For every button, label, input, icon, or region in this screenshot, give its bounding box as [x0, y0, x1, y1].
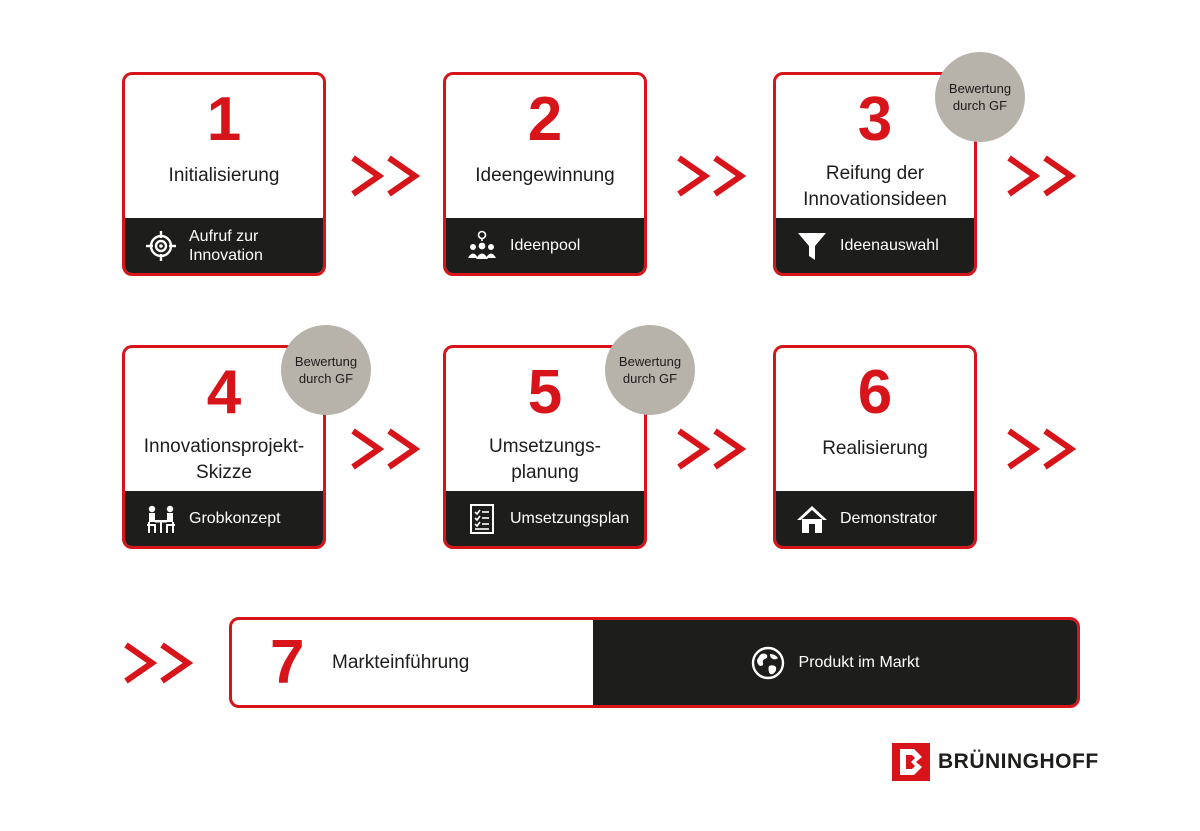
step-title: Realisierung [822, 438, 928, 459]
evaluation-badge: Bewertung durch GF [281, 325, 371, 415]
step-footer: Umsetzungsplan [446, 491, 644, 546]
target-icon [146, 230, 176, 261]
step-number: 5 [527, 358, 563, 427]
logo-text: BRÜNINGHOFF [938, 750, 1099, 773]
step-card-4: 4 Innovationsprojekt- Skizze Grobkonzept [122, 345, 326, 549]
checklist-icon [470, 503, 494, 534]
logo-mark-icon [892, 743, 930, 781]
step-number: 1 [206, 85, 242, 154]
step-title: Initialisierung [168, 165, 280, 186]
step-footer: Aufruf zur Innovation [125, 218, 323, 273]
funnel-icon [798, 232, 826, 260]
step-title: Umsetzungs- planung [489, 436, 601, 483]
step-footer-label: Produkt im Markt [798, 653, 920, 671]
house-icon [797, 505, 827, 533]
group-idea-icon [468, 230, 496, 259]
evaluation-badge: Bewertung durch GF [935, 52, 1025, 142]
chevron-arrow-icon [1007, 428, 1077, 470]
step-card-5: 5 Umsetzungs- planung Umsetzungsplan [443, 345, 647, 549]
chevron-arrow-icon [124, 642, 194, 684]
meeting-icon [147, 505, 175, 533]
step-title: Innovationsprojekt- Skizze [143, 436, 305, 483]
step-footer-label: Ideenauswahl [840, 237, 939, 254]
step-title: Reifung der Innovationsideen [803, 163, 947, 210]
step-card-2: 2 Ideengewinnung Ideenpool [443, 72, 647, 276]
step-footer-label: Grobkonzept [189, 510, 281, 527]
globe-icon [751, 646, 784, 679]
company-logo: BRÜNINGHOFF [892, 742, 1099, 782]
step-footer-label: Aufruf zur Innovation [189, 227, 263, 264]
step-title: Ideengewinnung [475, 165, 615, 186]
step-footer: Produkt im Markt [593, 620, 1077, 705]
step-number: 2 [527, 85, 563, 154]
step-number: 3 [857, 85, 893, 154]
step-card-6: 6 Realisierung Demonstrator [773, 345, 977, 549]
step-title: Markteinführung [332, 652, 470, 673]
chevron-arrow-icon [351, 428, 421, 470]
step-card-1: 1 Initialisierung Aufruf zur Innovation [122, 72, 326, 276]
step-footer-label: Umsetzungsplan [510, 510, 630, 527]
step-footer: Demonstrator [776, 491, 974, 546]
step-footer-label: Ideenpool [510, 237, 581, 254]
chevron-arrow-icon [677, 155, 747, 197]
evaluation-badge: Bewertung durch GF [605, 325, 695, 415]
step-footer: Ideenpool [446, 218, 644, 273]
step-card-7: 7 Markteinführung Produkt im Markt [229, 617, 1080, 708]
step-footer-label: Demonstrator [840, 510, 937, 527]
chevron-arrow-icon [1007, 155, 1077, 197]
chevron-arrow-icon [351, 155, 421, 197]
step-number: 6 [857, 358, 893, 427]
step-number: 7 [270, 628, 305, 697]
step-footer: Ideenauswahl [776, 218, 974, 273]
chevron-arrow-icon [677, 428, 747, 470]
step-footer: Grobkonzept [125, 491, 323, 546]
step-number: 4 [206, 358, 242, 427]
